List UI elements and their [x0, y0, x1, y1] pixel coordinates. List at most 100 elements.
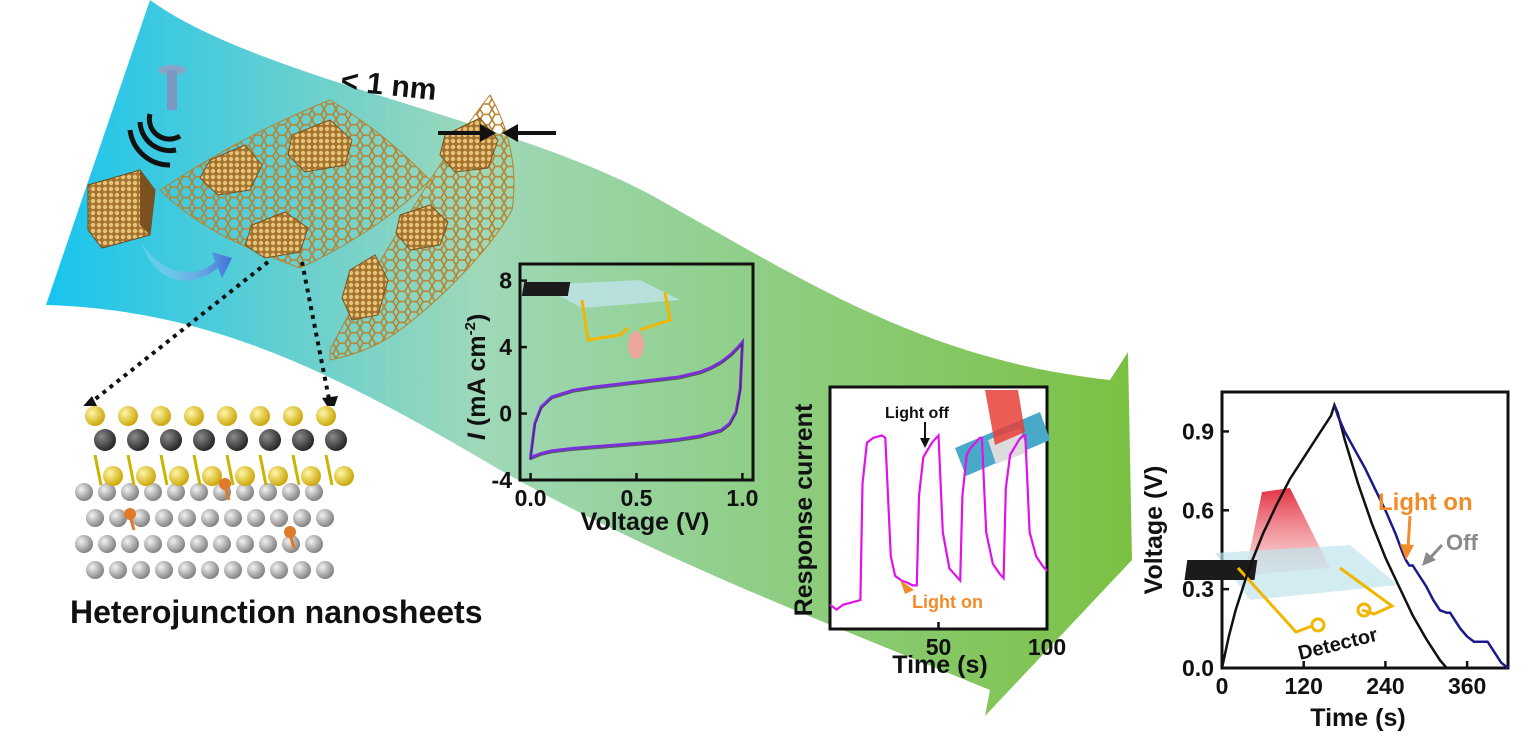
zoom-line-left — [82, 260, 270, 410]
lattice-atom — [282, 483, 300, 501]
lattice-bond — [126, 454, 136, 486]
response-annotation-light-off: Light off — [885, 405, 950, 422]
response-y-label: Response current — [790, 403, 818, 616]
lattice-atom — [259, 429, 281, 451]
lattice-atom — [160, 429, 182, 451]
lattice-atom — [144, 483, 162, 501]
discharge-annotation-off: Off — [1446, 530, 1478, 555]
lattice-atom — [283, 406, 303, 426]
lattice-atom — [259, 483, 277, 501]
lattice-bond — [324, 454, 334, 486]
lattice-atom — [301, 466, 321, 486]
discharge-y-tick-label-1: 0.3 — [1182, 576, 1214, 602]
response-x-label: Time (s) — [892, 651, 987, 679]
discharge-x-tick-label-1: 120 — [1285, 673, 1323, 699]
discharge-inset-device-icon — [1184, 488, 1398, 634]
discharge-y-tick-label-0: 0.0 — [1182, 655, 1214, 681]
discharge-x-label: Time (s) — [1310, 704, 1405, 732]
lattice-atom — [94, 429, 116, 451]
lattice-atom — [305, 483, 323, 501]
bulk-crystal-icon — [87, 169, 156, 249]
lattice-atom — [109, 509, 127, 527]
lattice-atom — [250, 406, 270, 426]
response-inset-device-icon — [955, 390, 1050, 476]
lattice-atom — [75, 535, 93, 553]
lattice-atom — [292, 429, 314, 451]
lattice-bond — [225, 454, 235, 486]
lattice-atom — [155, 509, 173, 527]
discharge-y-tick-label-2: 0.6 — [1182, 497, 1214, 523]
lattice-atom — [118, 406, 138, 426]
lattice-atom — [136, 466, 156, 486]
cv-y-label-close: ) — [463, 314, 491, 322]
lattice-atom — [178, 561, 196, 579]
lattice-bond — [291, 454, 301, 486]
lattice-atom — [190, 535, 208, 553]
response-x-tick-label-0: 50 — [926, 634, 952, 660]
discharge-y-tick-label-3: 0.9 — [1182, 418, 1214, 444]
lattice-atom — [190, 483, 208, 501]
lattice-atom — [270, 509, 288, 527]
lattice-atom — [121, 535, 139, 553]
lattice-atom — [226, 429, 248, 451]
lattice-atom — [193, 429, 215, 451]
lattice-atom — [167, 483, 185, 501]
lattice-atom — [132, 509, 150, 527]
caption-heterojunction: Heterojunction nanosheets — [70, 594, 483, 630]
cv-series-outline-1 — [530, 342, 743, 461]
lattice-atom — [268, 466, 288, 486]
lattice-atom — [121, 483, 139, 501]
graphene-sheet-flat — [159, 99, 431, 269]
cv-y-label-italic: I — [463, 432, 491, 440]
lattice-atom — [219, 478, 231, 490]
cv-x-tick-label-2: 1.0 — [726, 485, 758, 511]
cv-y-label-sup: -2 — [462, 322, 479, 335]
cv-x-tick-label-0: 0.0 — [515, 485, 547, 511]
lattice-bond — [93, 454, 103, 486]
lattice-atom — [259, 535, 277, 553]
lattice-atom — [270, 561, 288, 579]
response-chart: 50 100 Time (s) Response current Light of… — [790, 385, 1066, 679]
lattice-atom — [109, 561, 127, 579]
discharge-x-tick-label-2: 240 — [1366, 673, 1404, 699]
lattice-atom — [127, 429, 149, 451]
lattice-atom — [293, 561, 311, 579]
response-annotation-light-on: Light on — [912, 592, 983, 612]
lattice-atom — [178, 509, 196, 527]
lattice-atom — [224, 509, 242, 527]
lattice-atom — [124, 508, 136, 520]
cv-x-label: Voltage (V) — [581, 508, 710, 536]
cv-y-tick-label-1: 0 — [499, 401, 512, 427]
discharge-x-tick-label-3: 360 — [1448, 673, 1486, 699]
lattice-atom — [103, 466, 123, 486]
lattice-atom — [202, 466, 222, 486]
lattice-atom — [305, 535, 323, 553]
cv-x-tick-label-1: 0.5 — [621, 485, 653, 511]
lattice-atom — [316, 509, 334, 527]
cv-y-tick-label-3: 8 — [499, 268, 512, 294]
lattice-atom — [236, 535, 254, 553]
lattice-bond — [258, 454, 268, 486]
response-x-tick-label-1: 100 — [1028, 634, 1066, 660]
zoom-line-right — [300, 261, 332, 405]
lattice-atom — [235, 466, 255, 486]
lattice-atom — [316, 406, 336, 426]
lattice-atom — [144, 535, 162, 553]
thickness-arrows-icon — [438, 124, 556, 142]
lattice-atom — [282, 535, 300, 553]
lattice-atom — [247, 509, 265, 527]
lattice-atom — [75, 483, 93, 501]
discharge-x-tick-label-0: 0 — [1216, 673, 1229, 699]
lattice-atom — [224, 561, 242, 579]
atomic-structure-image — [75, 406, 354, 579]
discharge-series-line-2 — [1333, 404, 1509, 669]
lattice-atom — [132, 561, 150, 579]
lattice-atom — [334, 466, 354, 486]
ultrasonic-probe-icon — [127, 65, 186, 168]
lattice-atom — [316, 561, 334, 579]
lattice-atom — [293, 509, 311, 527]
response-series-line-1 — [829, 432, 1048, 611]
lattice-atom — [167, 535, 185, 553]
